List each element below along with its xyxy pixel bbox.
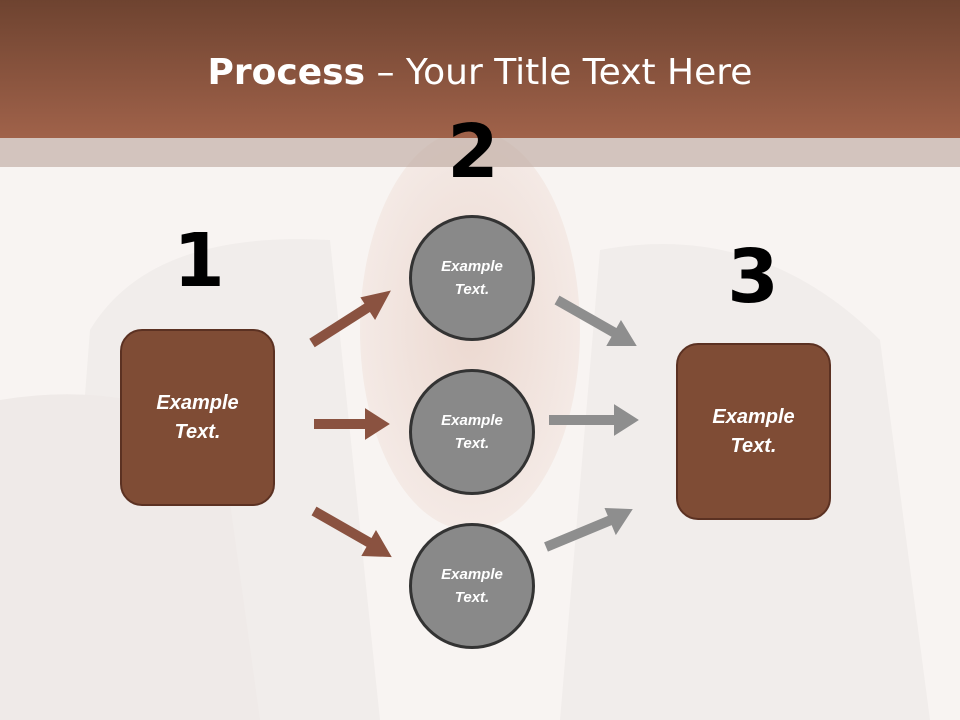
title-bar <box>0 0 960 138</box>
step-number-2: 2 <box>447 109 499 195</box>
arrow-middle-to-step3-head <box>614 404 639 436</box>
circle-top-text: Example Text. <box>441 258 503 298</box>
circle-bottom-text: Example Text. <box>441 566 503 606</box>
arrow-step1-to-top <box>309 301 373 348</box>
step-1-box[interactable]: Example Text. <box>120 329 275 506</box>
arrow-step1-to-bottom <box>311 506 373 548</box>
arrow-top-to-step3 <box>554 295 618 338</box>
circle-middle-text: Example Text. <box>441 412 503 452</box>
step-2-circle-top[interactable]: Example Text. <box>409 215 535 341</box>
arrow-top-to-step3-head <box>606 320 637 346</box>
arrow-bottom-to-step3-head <box>604 507 633 536</box>
title-rest: – Your Title Text Here <box>365 52 753 93</box>
step-3-text: Example Text. <box>712 405 795 457</box>
step-1-text: Example Text. <box>156 391 239 443</box>
arrow-step1-to-top-head <box>360 290 391 320</box>
arrow-step1-to-middle-head <box>365 408 390 440</box>
step-2-circle-bottom[interactable]: Example Text. <box>409 523 535 649</box>
title-bar-band <box>0 138 960 167</box>
arrow-bottom-to-step3 <box>544 515 613 552</box>
step-number-1: 1 <box>173 218 225 304</box>
arrow-step1-to-bottom-head <box>361 529 392 558</box>
step-number-3: 3 <box>727 234 779 320</box>
step-3-box[interactable]: Example Text. <box>676 343 831 520</box>
title-bold: Process <box>207 52 366 93</box>
step-2-circle-middle[interactable]: Example Text. <box>409 369 535 495</box>
slide-title[interactable]: Process – Your Title Text Here <box>0 52 960 93</box>
